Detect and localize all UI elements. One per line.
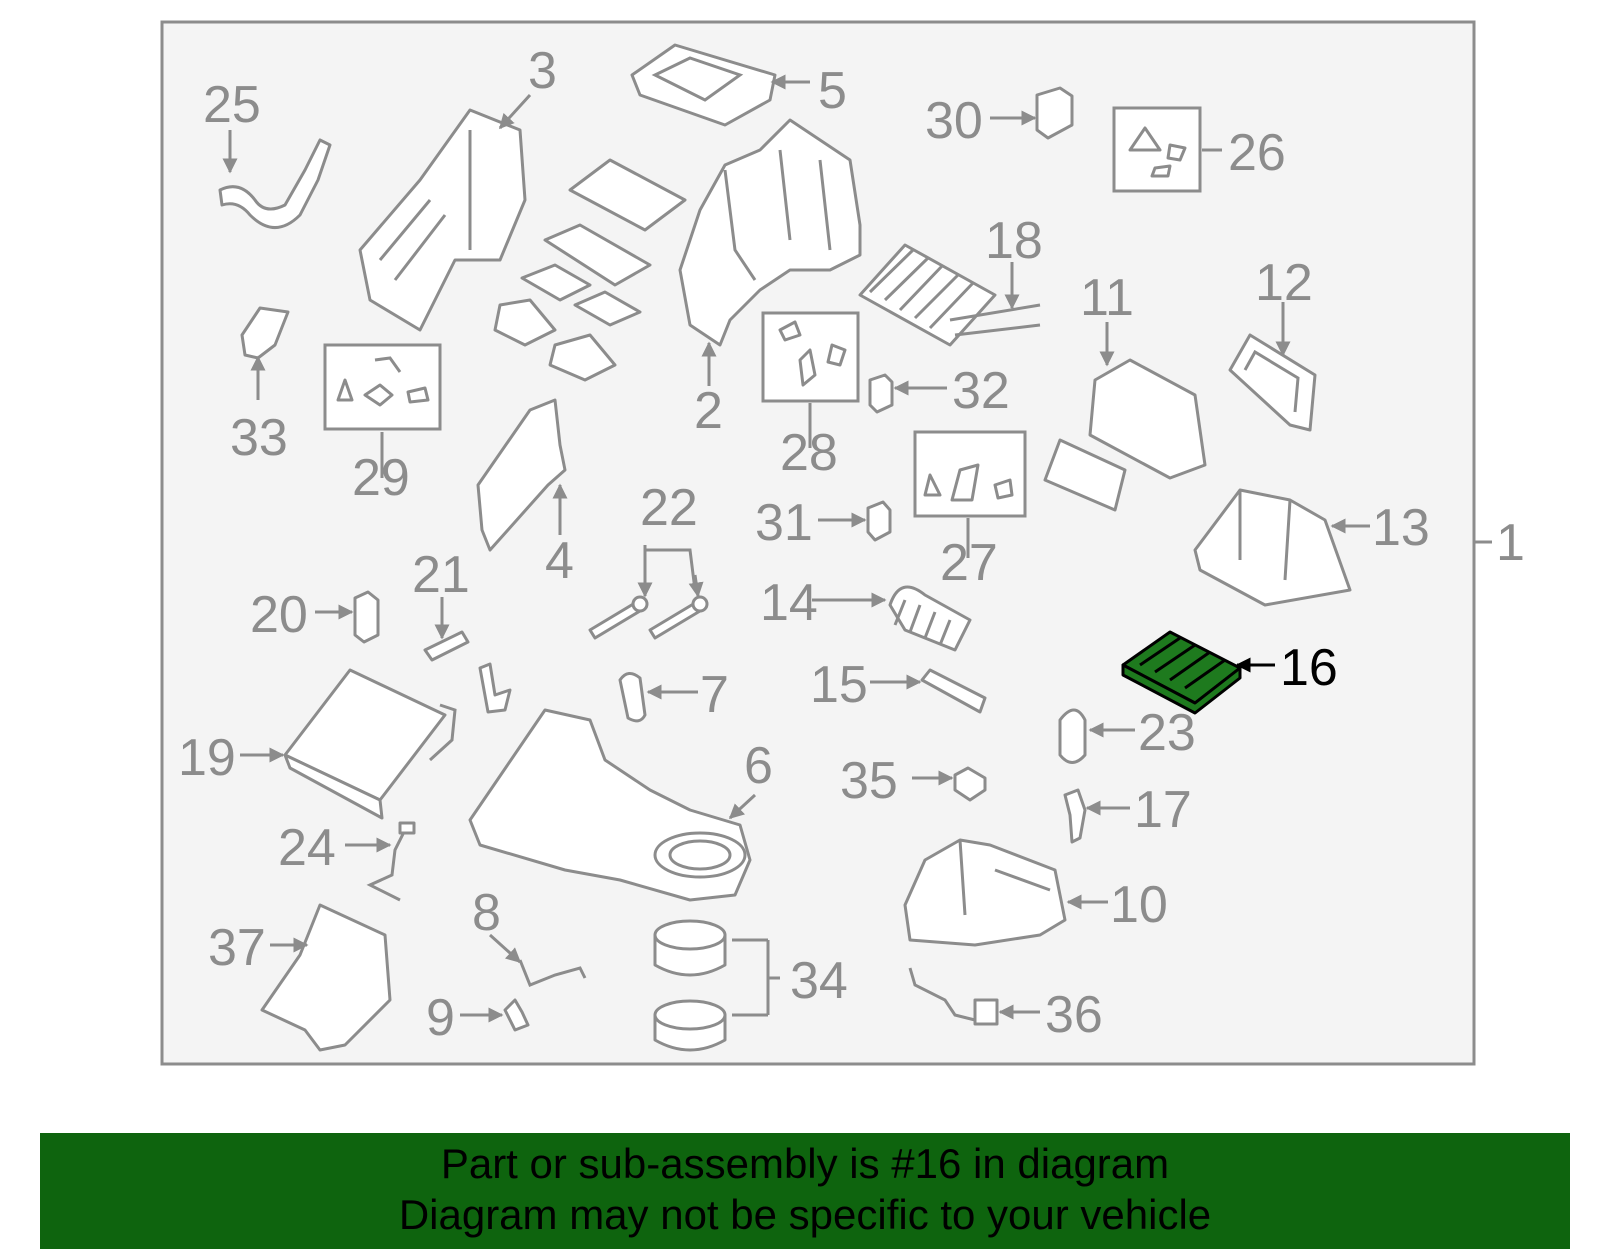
callout-12: 12 xyxy=(1255,254,1313,312)
part-wedge-b xyxy=(548,333,617,382)
part-9 xyxy=(503,998,530,1032)
callout-6: 6 xyxy=(744,737,773,795)
callout-24: 24 xyxy=(278,819,336,877)
parts-diagram: 1 2 3 4 5 6 7 8 9 10 11 12 13 14 15 16 1… xyxy=(160,20,1525,1066)
callout-33: 33 xyxy=(230,409,288,467)
banner-line-2: Diagram may not be specific to your vehi… xyxy=(398,1191,1212,1238)
callout-14: 14 xyxy=(760,574,818,632)
part-10-blower-unit xyxy=(903,838,1067,947)
callout-9: 9 xyxy=(426,989,455,1047)
callout-10: 10 xyxy=(1110,876,1168,934)
part-30 xyxy=(1035,86,1074,140)
callout-13: 13 xyxy=(1372,499,1430,557)
part-wedge-a xyxy=(493,298,557,347)
part-31 xyxy=(866,500,892,542)
callout-3: 3 xyxy=(528,42,557,100)
part-8-harness xyxy=(518,959,587,987)
part-5-lid xyxy=(630,43,777,127)
info-banner: Part or sub-assembly is #16 in diagram D… xyxy=(40,1133,1570,1249)
part-21 xyxy=(423,630,470,662)
callout-1: 1 xyxy=(1496,514,1525,572)
part-clip xyxy=(478,662,512,714)
callout-26: 26 xyxy=(1228,124,1286,182)
callout-17: 17 xyxy=(1134,781,1192,839)
part-24-harness xyxy=(366,829,407,902)
callout-31: 31 xyxy=(755,494,813,552)
callout-5: 5 xyxy=(818,62,847,120)
part-32 xyxy=(868,373,894,414)
callout-29: 29 xyxy=(352,449,410,507)
part-36-sensor xyxy=(908,967,976,1022)
callout-22: 22 xyxy=(640,479,698,537)
callout-27: 27 xyxy=(940,534,998,592)
callout-21: 21 xyxy=(412,546,470,604)
callout-8: 8 xyxy=(472,884,501,942)
callout-25: 25 xyxy=(203,76,261,134)
callout-2: 2 xyxy=(694,382,723,440)
callout-4: 4 xyxy=(545,532,574,590)
callout-11: 11 xyxy=(1080,269,1134,327)
part-plate-a xyxy=(568,158,687,232)
part-13-case xyxy=(1193,488,1352,607)
callout-32: 32 xyxy=(952,362,1010,420)
callout-34: 34 xyxy=(790,952,848,1010)
callout-15: 15 xyxy=(810,656,868,714)
part-33 xyxy=(240,306,290,360)
callout-37: 37 xyxy=(208,919,266,977)
part-7 xyxy=(618,672,647,723)
callout-19: 19 xyxy=(178,729,236,787)
callout-35: 35 xyxy=(840,752,898,810)
callout-30: 30 xyxy=(925,92,983,150)
callout-20: 20 xyxy=(250,586,308,644)
part-35 xyxy=(953,766,987,802)
part-4-bracket xyxy=(476,398,567,552)
part-plate-b xyxy=(543,223,652,287)
callout-7: 7 xyxy=(700,666,729,724)
callout-23: 23 xyxy=(1138,704,1196,762)
part-11-seal xyxy=(1043,438,1127,512)
callout-16-highlighted: 16 xyxy=(1280,639,1338,697)
part-plate-c xyxy=(520,263,592,302)
callout-28: 28 xyxy=(780,424,838,482)
part-14 xyxy=(888,585,972,652)
part-11-case xyxy=(1088,358,1207,480)
part-23 xyxy=(1058,708,1087,764)
part-20 xyxy=(353,590,380,644)
part-plate-d xyxy=(573,290,642,327)
part-17 xyxy=(1063,788,1087,844)
part-25-hose xyxy=(218,138,332,229)
callout-18: 18 xyxy=(985,212,1043,270)
banner-line-1: Part or sub-assembly is #16 in diagram xyxy=(440,1140,1170,1187)
callout-36: 36 xyxy=(1045,986,1103,1044)
part-15 xyxy=(920,668,987,714)
